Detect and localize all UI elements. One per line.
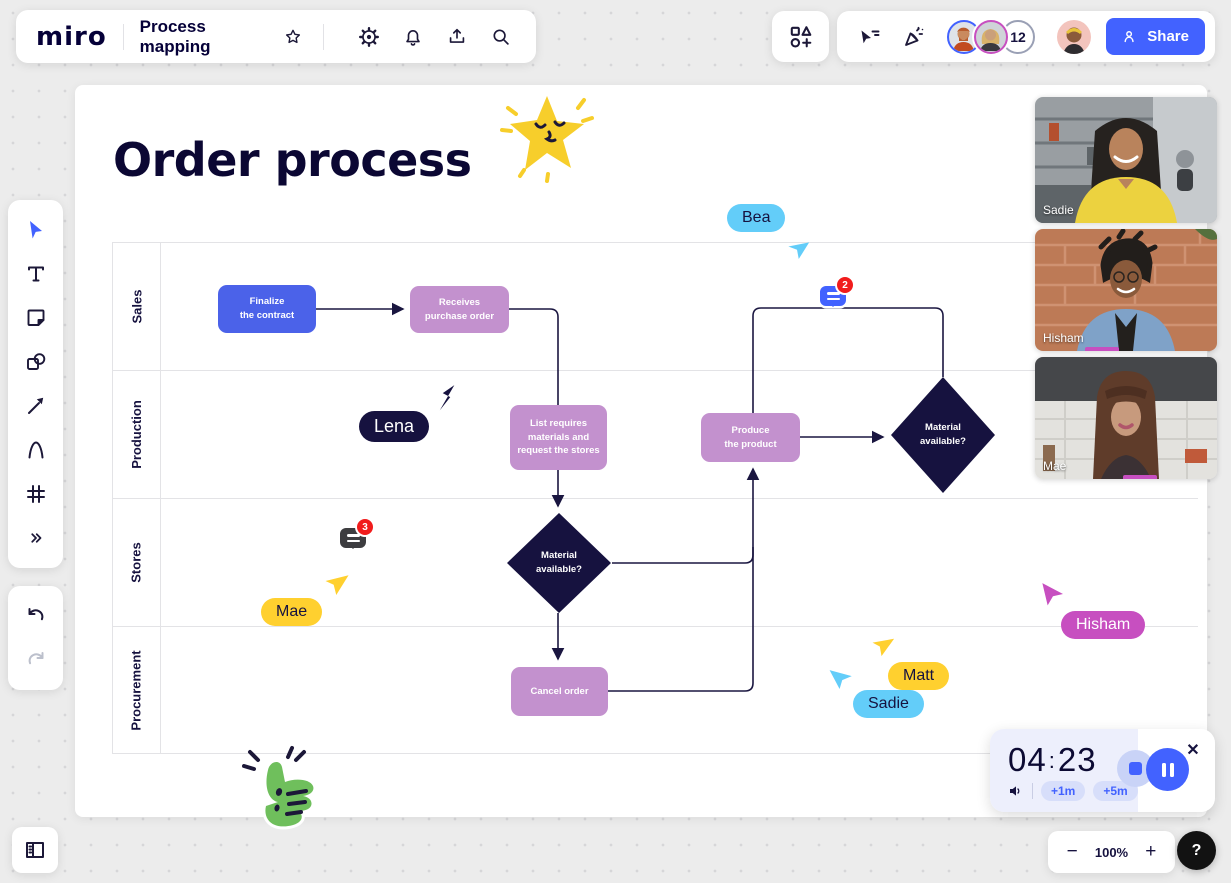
comment-count: 3 xyxy=(357,519,373,535)
frame-tool[interactable] xyxy=(15,472,57,516)
collaboration-toolbar: 12 Share xyxy=(837,11,1215,62)
whiteboard-canvas[interactable]: Order process Sales Production Stores Pr… xyxy=(75,85,1207,817)
speaking-indicator xyxy=(1123,475,1157,479)
text-tool[interactable] xyxy=(15,252,57,296)
divider xyxy=(122,23,124,50)
video-tile-hisham[interactable]: Hisham xyxy=(1035,229,1217,351)
video-tile-sadie[interactable]: Sadie xyxy=(1035,97,1217,223)
frames-panel-button[interactable] xyxy=(12,827,58,873)
connection-line-tool[interactable] xyxy=(15,384,57,428)
cursor-label-hisham: Hisham xyxy=(1061,611,1146,639)
cursor-pointer-bea xyxy=(788,242,810,260)
board-title[interactable]: Process mapping xyxy=(139,16,211,56)
divider xyxy=(323,23,324,50)
cursor-pointer-sadie xyxy=(829,670,852,689)
video-name-label: Sadie xyxy=(1043,203,1074,217)
lane-label-production[interactable]: Production xyxy=(113,371,161,498)
video-frame-hisham xyxy=(1035,229,1217,351)
stop-icon xyxy=(1129,762,1142,775)
notifications-bell-icon[interactable] xyxy=(398,22,428,52)
creation-toolbar xyxy=(8,200,63,568)
select-tool[interactable] xyxy=(15,208,57,252)
add-1-minute-button[interactable]: +1m xyxy=(1041,781,1086,801)
cursor-label-matt: Matt xyxy=(888,662,950,690)
video-frame-sadie xyxy=(1035,97,1217,223)
lane-label-stores[interactable]: Stores xyxy=(113,499,161,626)
node-cancel-order[interactable]: Cancel order xyxy=(511,667,608,716)
redo-button[interactable] xyxy=(15,638,57,682)
video-frame-mae xyxy=(1035,357,1217,479)
speaking-indicator xyxy=(1085,347,1119,351)
undo-button[interactable] xyxy=(15,594,57,638)
collaborator-cursors-icon[interactable] xyxy=(855,22,885,52)
cursor-label-bea: Bea xyxy=(727,204,786,232)
more-tools-button[interactable] xyxy=(15,516,57,560)
node-list-requires-materials[interactable]: List requires materials and request the … xyxy=(510,405,607,470)
zoom-in-button[interactable]: + xyxy=(1145,841,1157,862)
add-5-minutes-button[interactable]: +5m xyxy=(1093,781,1138,801)
pause-timer-button[interactable] xyxy=(1146,748,1189,791)
video-tile-mae[interactable]: Mae xyxy=(1035,357,1217,479)
settings-gear-icon[interactable] xyxy=(354,22,384,52)
timer-options: +1m +5m xyxy=(1008,781,1138,801)
lane-procurement: Procurement xyxy=(113,627,1198,754)
lane-sales: Sales xyxy=(113,243,1198,371)
cursor-label-lena: Lena xyxy=(359,411,430,442)
miro-logo[interactable]: miro xyxy=(36,21,107,52)
cursor-pointer-mae xyxy=(325,575,349,596)
apps-button[interactable] xyxy=(772,11,829,62)
export-icon[interactable] xyxy=(442,22,472,52)
zoom-level[interactable]: 100% xyxy=(1094,844,1129,860)
session-timer: 04:23 +1m +5m ✕ xyxy=(990,729,1215,812)
collaborator-avatars[interactable]: 12 xyxy=(947,19,1035,54)
star-doodle[interactable] xyxy=(500,88,595,183)
video-name-label: Hisham xyxy=(1043,331,1084,345)
lane-label-procurement[interactable]: Procurement xyxy=(113,627,161,754)
current-user-avatar[interactable] xyxy=(1057,19,1091,54)
history-toolbar xyxy=(8,586,63,690)
video-name-label: Mae xyxy=(1043,459,1067,473)
favorite-star-icon[interactable] xyxy=(279,22,307,52)
pen-tool[interactable] xyxy=(15,428,57,472)
cursor-pointer-hisham xyxy=(1042,583,1064,606)
canvas-title[interactable]: Order process xyxy=(113,133,472,187)
cursor-label-mae: Mae xyxy=(261,598,323,626)
top-toolbar: miro Process mapping xyxy=(16,10,536,63)
collaborator-avatar-2[interactable] xyxy=(974,19,1008,54)
timer-display: 04:23 xyxy=(1008,741,1097,778)
share-button[interactable]: Share xyxy=(1106,18,1205,55)
zoom-controls: − 100% + xyxy=(1048,831,1175,873)
frames-panel-icon xyxy=(26,842,44,858)
toolbar-icon-group xyxy=(354,22,516,52)
collaborator-count[interactable]: 12 xyxy=(1001,19,1035,54)
help-button[interactable]: ? xyxy=(1177,831,1216,870)
close-timer-button[interactable]: ✕ xyxy=(1183,741,1203,761)
volume-icon[interactable] xyxy=(1008,783,1024,799)
reactions-party-icon[interactable] xyxy=(899,22,929,52)
sticky-note-tool[interactable] xyxy=(15,296,57,340)
thumbs-up-doodle[interactable] xyxy=(232,740,332,844)
shapes-tool[interactable] xyxy=(15,340,57,384)
comment-thread-badge[interactable]: 2 xyxy=(820,277,853,313)
node-receives-purchase-order[interactable]: Receives purchase order xyxy=(410,286,509,333)
divider xyxy=(1032,783,1033,799)
person-icon xyxy=(1124,31,1134,43)
comment-thread-badge[interactable]: 3 xyxy=(340,519,373,555)
pause-icon xyxy=(1161,762,1166,777)
search-icon[interactable] xyxy=(486,22,516,52)
cursor-label-sadie: Sadie xyxy=(853,690,924,718)
zoom-out-button[interactable]: − xyxy=(1066,841,1078,862)
node-finalize-contract[interactable]: Finalize the contract xyxy=(218,285,316,333)
lane-label-sales[interactable]: Sales xyxy=(113,243,161,370)
cursor-pointer-matt xyxy=(872,638,894,657)
cursor-pointer-lena xyxy=(439,385,455,411)
node-produce-product[interactable]: Produce the product xyxy=(701,413,800,462)
apps-icon xyxy=(790,25,811,47)
comment-count: 2 xyxy=(837,277,853,293)
